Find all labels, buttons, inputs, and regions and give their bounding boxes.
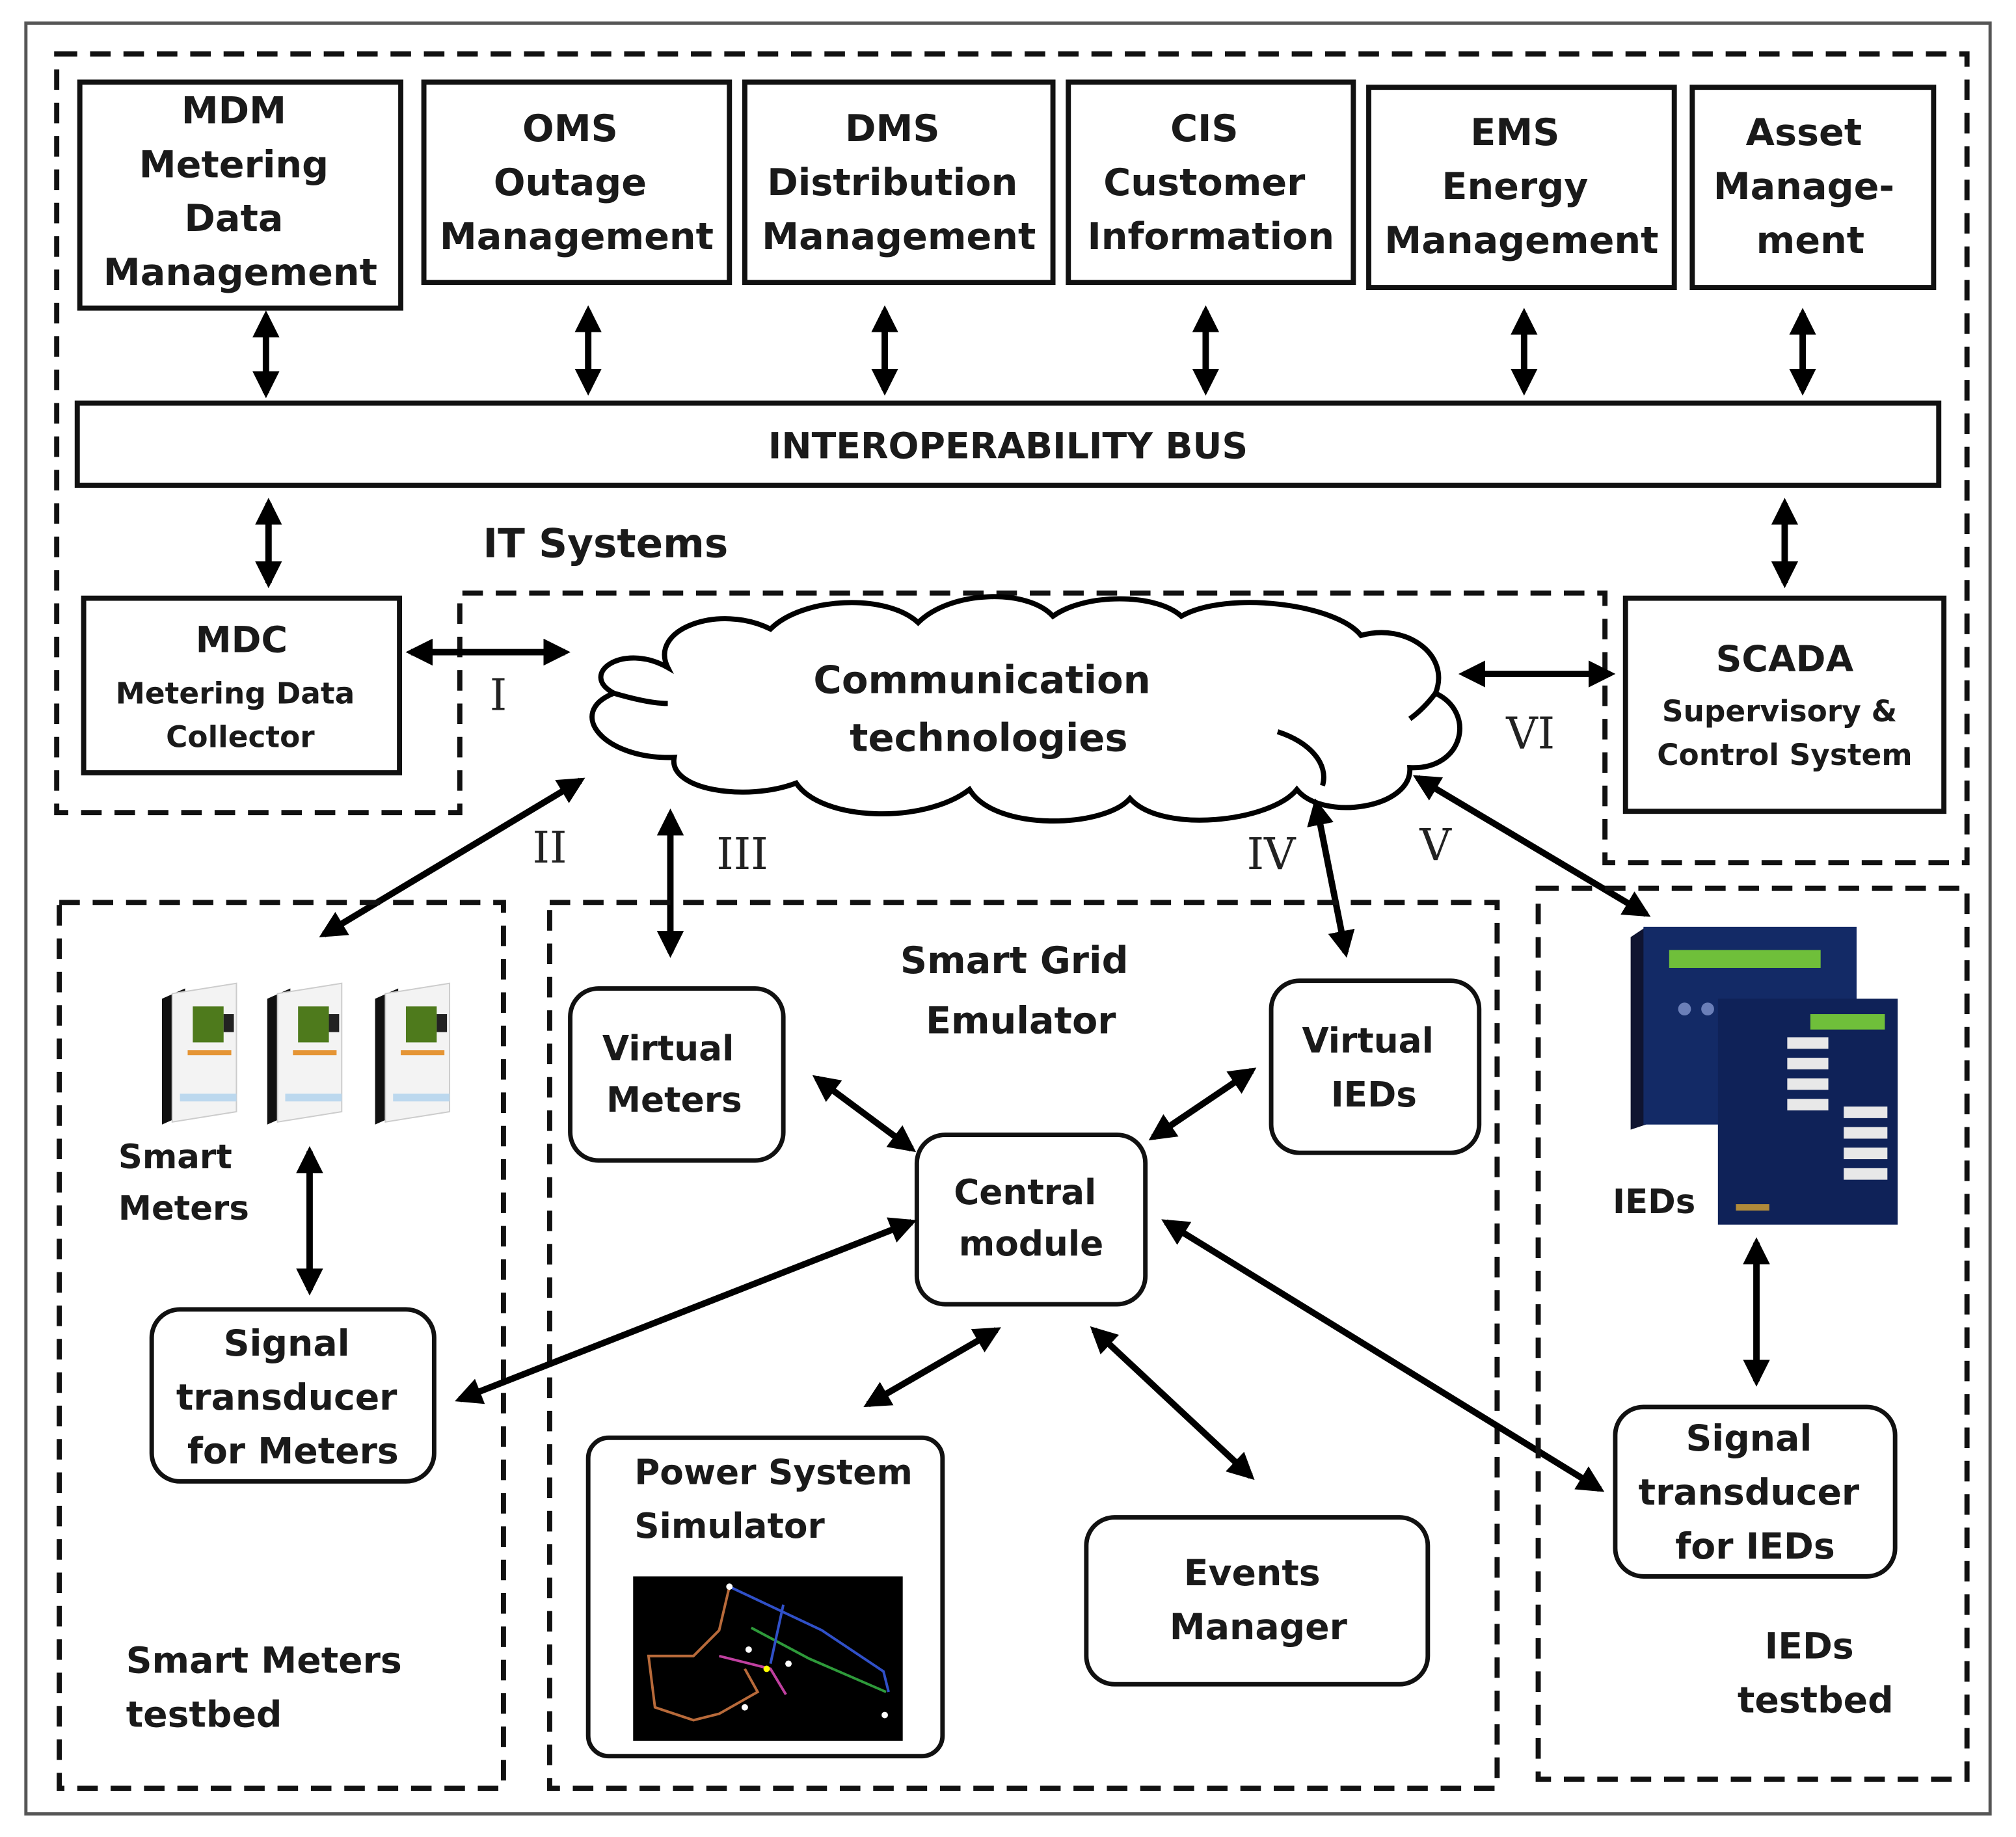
- mdc-title: MDC: [196, 620, 288, 662]
- signal-transducer-ieds-label: Signal transducer for IEDs: [1639, 1418, 1872, 1568]
- interface-ii-arrow: [319, 777, 585, 937]
- ied-device-icon: [1717, 999, 1898, 1225]
- mdm-label: MDM Metering Data Management: [103, 89, 377, 294]
- events-manager-label: Events Manager: [1170, 1553, 1348, 1648]
- it-module-asset-management[interactable]: Asset Manage- ment: [1689, 85, 1937, 290]
- smart-meter-icons: [161, 982, 451, 1125]
- scada-box[interactable]: SCADA Supervisory & Control System: [1622, 595, 1947, 814]
- signal-transducer-meters-label: Signal transducer for Meters: [176, 1323, 410, 1473]
- simulator-central-arrow: [863, 1327, 1001, 1408]
- cis-label: CIS Customer Information: [1087, 107, 1334, 258]
- interface-i-label: I: [490, 669, 507, 720]
- communication-label: Communication technologies: [813, 658, 1164, 760]
- it-module-dms[interactable]: DMS Distribution Management: [742, 79, 1056, 286]
- virtual-meters-label: Virtual Meters: [602, 1028, 746, 1120]
- events-central-arrow: [1090, 1326, 1255, 1481]
- interface-ii-label: II: [532, 822, 567, 873]
- vied-central-arrow: [1148, 1067, 1257, 1141]
- ieds-label: IEDs: [1613, 1183, 1695, 1222]
- it-module-mdm[interactable]: MDM Metering Data Management: [77, 79, 404, 311]
- interface-v-arrow: [1412, 775, 1651, 917]
- smart-meter-icon: [375, 982, 451, 1125]
- scada-title: SCADA: [1716, 639, 1854, 680]
- signal-transducer-meters[interactable]: Signal transducer for Meters: [149, 1307, 437, 1484]
- ied-device-icons: [1630, 926, 1898, 1225]
- smart-meter-icon: [161, 982, 237, 1125]
- virtual-ieds-label: Virtual IEDs: [1302, 1021, 1445, 1115]
- it-module-cis[interactable]: CIS Customer Information: [1066, 79, 1356, 286]
- it-module-ems[interactable]: EMS Energy Management: [1366, 85, 1677, 290]
- smart-meters-label: Smart Meters: [118, 1138, 249, 1228]
- vm-central-arrow: [812, 1075, 917, 1153]
- oms-label: OMS Outage Management: [440, 107, 714, 258]
- signal-transducer-ieds[interactable]: Signal transducer for IEDs: [1613, 1404, 1898, 1579]
- ems-label: EMS Energy Management: [1384, 111, 1658, 262]
- communication-cloud[interactable]: Communication technologies: [589, 594, 1462, 824]
- ieds-testbed-label: IEDs testbed: [1738, 1626, 1894, 1722]
- central-module-label: Central module: [954, 1172, 1109, 1264]
- mdc-subtitle: Metering Data Collector: [116, 676, 365, 754]
- scada-subtitle: Supervisory & Control System: [1657, 694, 1912, 772]
- power-system-simulator-box[interactable]: Power System Simulator: [585, 1435, 945, 1759]
- interface-iv-arrow: [1307, 798, 1355, 958]
- interoperability-bus[interactable]: INTEROPERABILITY BUS: [74, 400, 1942, 488]
- it-systems-label: IT Systems: [483, 520, 728, 567]
- smart-meters-testbed-label: Smart Meters testbed: [126, 1640, 414, 1736]
- power-system-simulator-label: Power System Simulator: [634, 1452, 924, 1546]
- smart-grid-emulator-label: Smart Grid Emulator: [900, 939, 1142, 1043]
- interoperability-bus-label: INTEROPERABILITY BUS: [768, 426, 1248, 468]
- virtual-meters-box[interactable]: Virtual Meters: [568, 986, 786, 1163]
- interface-vi-label: VI: [1505, 708, 1555, 759]
- network-topology-image: [633, 1576, 903, 1741]
- transducer-ieds-central-arrow: [1161, 1219, 1605, 1492]
- central-module-box[interactable]: Central module: [914, 1133, 1148, 1307]
- smart-meter-icon: [267, 982, 343, 1125]
- interface-iv-label: IV: [1247, 829, 1297, 879]
- interface-v-label: V: [1419, 820, 1452, 870]
- it-systems-region: [54, 51, 1970, 866]
- ieds-testbed-region: [1535, 885, 1970, 1782]
- asset-management-label: Asset Manage- ment: [1714, 111, 1907, 262]
- transducer-meters-central-arrow: [455, 1217, 917, 1404]
- virtual-ieds-box[interactable]: Virtual IEDs: [1269, 978, 1482, 1155]
- dms-label: DMS Distribution Management: [762, 107, 1036, 258]
- events-manager-box[interactable]: Events Manager: [1084, 1515, 1431, 1687]
- outer-frame: [24, 21, 1992, 1816]
- mdc-box[interactable]: MDC Metering Data Collector: [81, 595, 403, 775]
- interface-iii-label: III: [716, 829, 768, 879]
- it-module-oms[interactable]: OMS Outage Management: [421, 79, 732, 286]
